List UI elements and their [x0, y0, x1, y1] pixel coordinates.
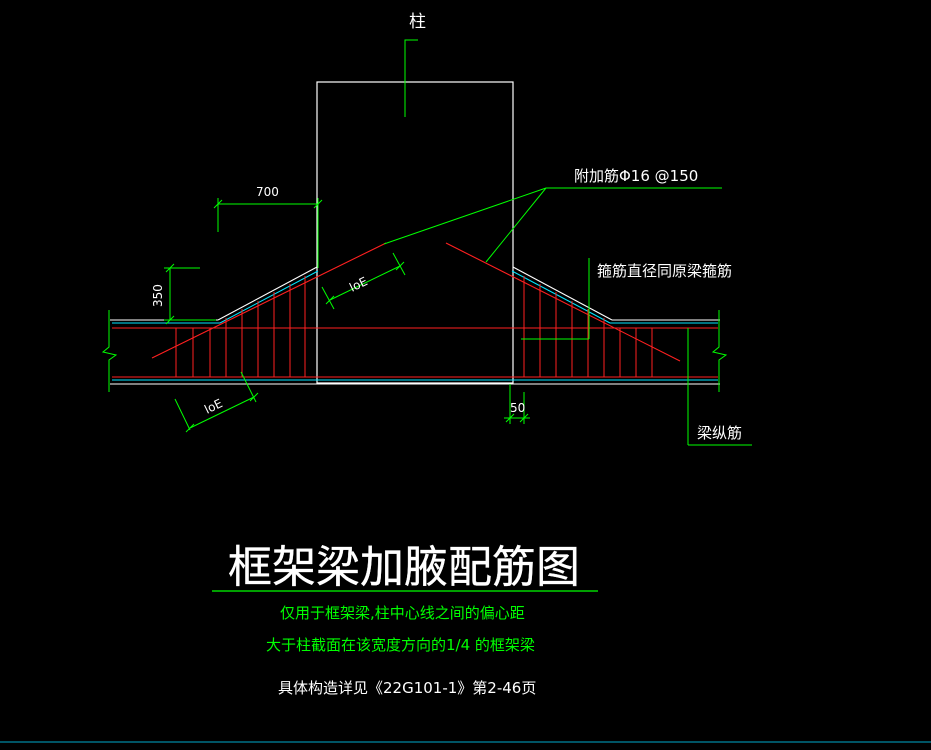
- dimension-700: [213, 198, 323, 268]
- drawing-title: 框架梁加腋配筋图: [228, 542, 580, 593]
- dimension-50: [504, 384, 530, 424]
- dimension-350-label: 350: [151, 284, 165, 307]
- longitudinal-rebar-label: 梁纵筋: [697, 424, 742, 442]
- note-line-1: 仅用于框架梁,柱中心线之间的偏心距: [280, 604, 525, 622]
- reference-note: 具体构造详见《22G101-1》第2-46页: [278, 679, 536, 697]
- column-outline: [316, 81, 514, 384]
- stirrup-note-leader: [521, 258, 590, 340]
- column-leader: [404, 39, 418, 117]
- dimension-50-label: 50: [510, 401, 525, 415]
- break-line-left: [101, 310, 118, 392]
- additional-rebar-leader: [383, 187, 722, 263]
- longitudinal-rebar-leader: [687, 328, 752, 446]
- dimension-loe-column-label: loE: [347, 274, 370, 295]
- dimension-700-label: 700: [256, 185, 279, 199]
- haunch-stirrups-right: [523, 276, 653, 377]
- dimension-loe-bottom: [174, 371, 259, 433]
- beam-edge-lines: [112, 270, 718, 381]
- dimension-350: [164, 263, 216, 325]
- haunch-stirrups-left: [175, 276, 306, 377]
- break-line-right: [711, 310, 728, 392]
- haunch-additional-rebars: [151, 242, 681, 362]
- beam-outline: [110, 266, 720, 385]
- note-line-2: 大于柱截面在该宽度方向的1/4 的框架梁: [266, 636, 535, 654]
- dimension-loe-column: [321, 252, 406, 310]
- additional-rebar-label: 附加筋Φ16 @150: [574, 167, 698, 185]
- stirrup-note-label: 箍筋直径同原梁箍筋: [597, 262, 732, 280]
- longitudinal-rebars: [112, 327, 718, 378]
- column-label: 柱: [409, 12, 426, 32]
- dimension-loe-bottom-label: loE: [202, 396, 225, 417]
